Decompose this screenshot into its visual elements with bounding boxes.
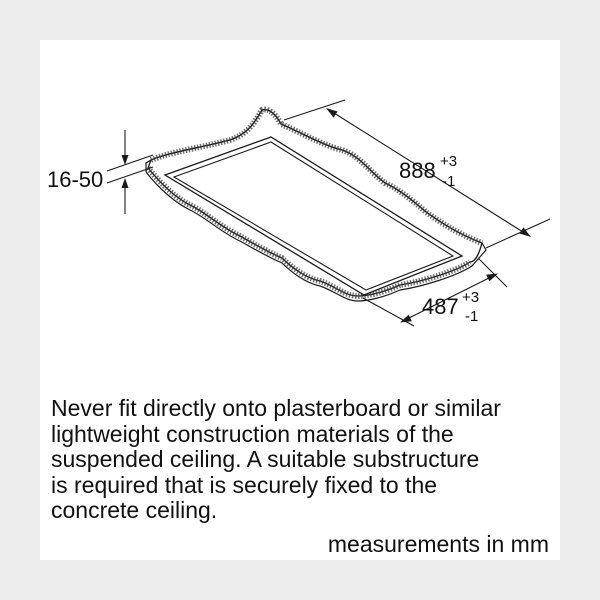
length-tolerance-lower: -1 <box>442 173 455 190</box>
length-tolerance-upper: +3 <box>440 153 457 170</box>
note-line: Never fit directly onto plasterboard or … <box>51 395 501 421</box>
length-ext-upper <box>283 99 346 121</box>
length-label: 888 <box>399 158 436 183</box>
panel-outline-front <box>145 171 487 302</box>
width-arrowhead-end <box>486 273 498 282</box>
thickness-ext-upper <box>106 154 154 172</box>
width-arrowhead-start <box>400 314 412 323</box>
thickness-label: 16-50 <box>47 167 103 192</box>
width-tolerance-lower: -1 <box>465 308 478 325</box>
cutout-opening-inner <box>172 141 455 291</box>
note-line: suspended ceiling. A suitable substructu… <box>51 446 480 472</box>
length-arrowhead-end <box>519 227 531 237</box>
drawing-sheet: 16-50 888 +3 -1 487 +3 -1 Never fit dire… <box>40 40 560 560</box>
width-label: 487 <box>422 294 459 319</box>
thickness-ext-lower <box>106 166 154 184</box>
note-line: lightweight construction materials of th… <box>51 420 454 447</box>
length-arrowhead-start <box>326 108 338 118</box>
panel-hatch-left <box>149 106 484 246</box>
note-line: is required that is securely fixed to th… <box>51 471 438 498</box>
installation-note: Never fit directly onto plasterboard or … <box>51 395 551 524</box>
length-ext-lower <box>485 218 551 249</box>
note-line: concrete ceiling. <box>51 497 218 523</box>
thickness-arrowhead-lower <box>121 178 129 188</box>
width-dimension-line <box>406 276 492 320</box>
thickness-arrowhead-upper <box>121 155 129 165</box>
units-label: measurements in mm <box>327 531 549 557</box>
width-tolerance-upper: +3 <box>462 289 479 306</box>
width-ext-right <box>477 257 508 288</box>
panel-hatch-front <box>145 166 472 300</box>
ceiling-cutout-diagram: 16-50 888 +3 -1 487 +3 -1 <box>47 99 551 327</box>
length-dimension-line <box>333 112 524 233</box>
